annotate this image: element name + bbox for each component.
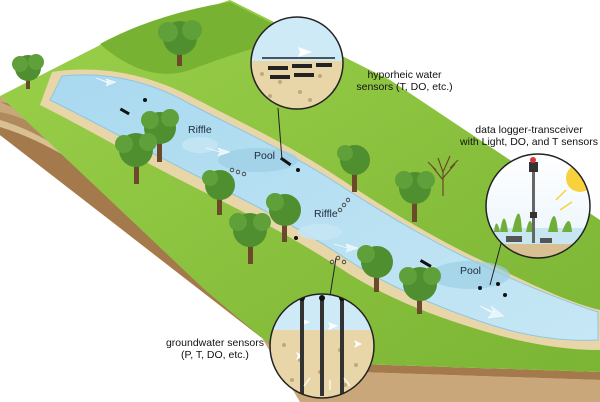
tree-icon xyxy=(12,54,44,89)
logger-callout xyxy=(485,153,591,286)
hyporheic-label-line1: hyporheic water xyxy=(367,69,442,81)
groundwater-label-line2: (P, T, DO, etc.) xyxy=(181,349,249,361)
tree-icon xyxy=(158,20,202,66)
groundwater-label-line1: groundwater sensors xyxy=(165,337,265,349)
pool-zone-lower xyxy=(430,261,510,289)
bare-tree-icon xyxy=(427,155,459,196)
riffle-zone-lower xyxy=(298,224,342,240)
tree-icon xyxy=(266,193,301,242)
tree-icon xyxy=(115,133,157,184)
tree-icon xyxy=(357,245,393,292)
tree-icon xyxy=(337,145,370,192)
tree-icon xyxy=(202,170,235,215)
riffle-label-upper: Riffle xyxy=(188,124,212,136)
data-logger-label: data logger-transceiver with Light, DO, … xyxy=(458,124,600,148)
logger-label-line2: with Light, DO, and T sensors xyxy=(460,136,598,148)
trees xyxy=(12,20,459,314)
hyporheic-callout xyxy=(250,16,344,161)
riffle-zone-upper xyxy=(182,137,218,153)
riffle-label-lower: Riffle xyxy=(314,208,338,220)
tree-icon xyxy=(395,171,435,222)
tree-icon xyxy=(229,213,271,264)
groundwater-sensors-label: groundwater sensors (P, T, DO, etc.) xyxy=(160,337,270,361)
hill-ridge xyxy=(100,2,300,74)
hyporheic-label-line2: sensors (T, DO, etc.) xyxy=(356,81,453,93)
hyporheic-sensor-dots xyxy=(229,167,351,265)
stream-sensor-markers xyxy=(119,98,507,297)
pool-zone-upper xyxy=(218,148,298,172)
pool-label-lower: Pool xyxy=(460,265,482,277)
hyporheic-sensors-label: hyporheic water sensors (T, DO, etc.) xyxy=(352,69,457,93)
tree-icon xyxy=(399,267,441,314)
tree-icon xyxy=(141,109,179,162)
flow-arrow-icon xyxy=(95,77,505,319)
pool-label-upper: Pool xyxy=(254,150,276,162)
logger-label-line1: data logger-transceiver xyxy=(475,124,583,136)
